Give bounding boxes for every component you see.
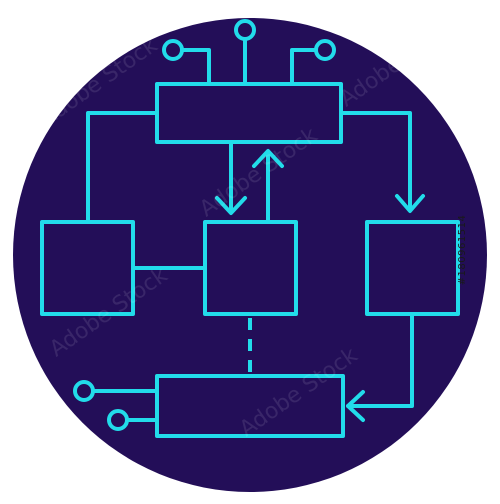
right-branch-wire (339, 111, 412, 212)
return-arrowhead (346, 390, 365, 422)
bottom-box (155, 374, 345, 438)
diagram-strokes (40, 19, 460, 438)
up-arrow-head (252, 149, 284, 168)
pin-left-wire (180, 48, 211, 86)
down-arrow-head (215, 196, 247, 215)
return-wire (346, 312, 414, 408)
right-branch-arrowhead (395, 194, 425, 213)
stock-id-label: #180961514 (457, 214, 469, 286)
left-branch-wire (86, 111, 159, 224)
background-circle (13, 18, 487, 492)
pin-right-wire (290, 48, 318, 86)
